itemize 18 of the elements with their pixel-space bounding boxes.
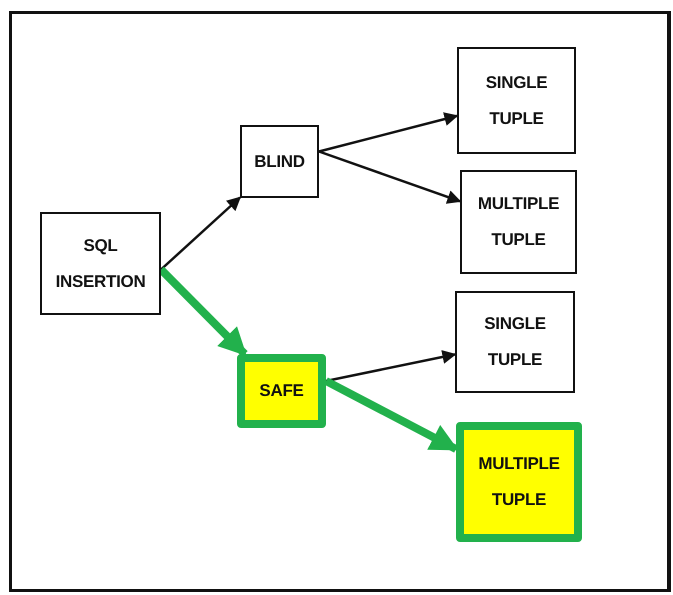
box-label: SQL INSERTION [54, 234, 146, 292]
box-label: SINGLE TUPLE [484, 72, 548, 130]
arrow [318, 112, 458, 153]
arrow [318, 150, 462, 204]
process-box [40, 212, 161, 315]
highlighted-box [456, 422, 582, 542]
box-label: SINGLE TUPLE [483, 313, 547, 371]
highlighted-box [237, 354, 326, 428]
arrow [160, 196, 242, 270]
box-label: BLIND [253, 150, 306, 172]
process-box [457, 47, 576, 154]
process-box [455, 291, 575, 393]
arrow [324, 377, 458, 453]
box-label: SAFE [258, 380, 305, 402]
box-label: MULTIPLE TUPLE [476, 193, 560, 251]
process-box [240, 125, 319, 198]
process-box [460, 170, 577, 274]
box-label: MULTIPLE TUPLE [477, 453, 561, 511]
